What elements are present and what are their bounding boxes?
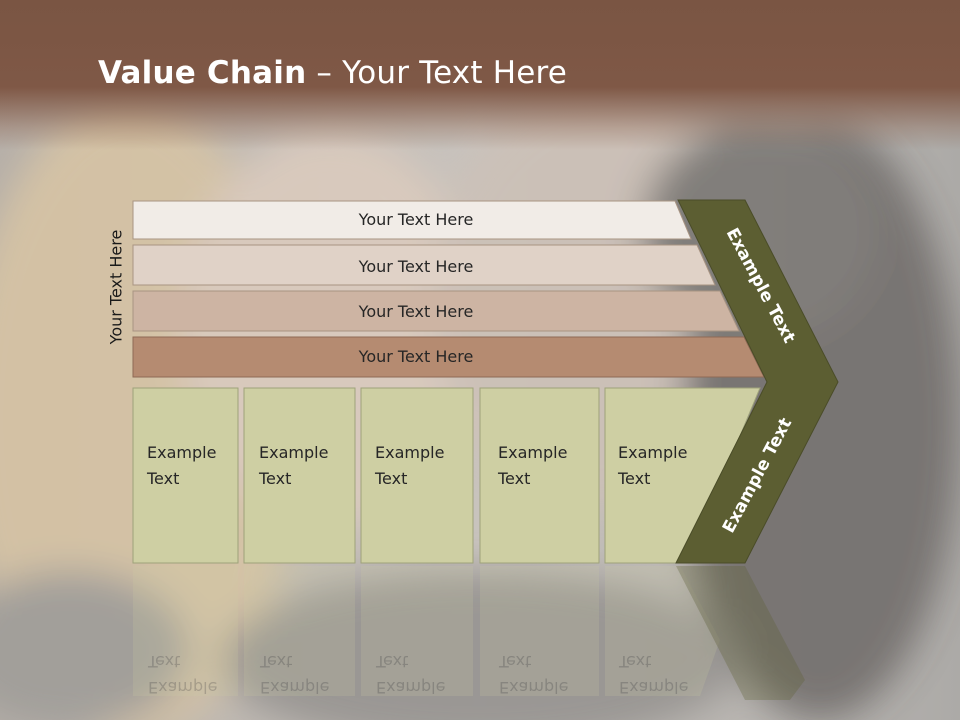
reflection-text-7: Example <box>499 678 568 697</box>
box-3-line1: Example <box>375 443 444 462</box>
reflection-text-2: Text <box>147 652 180 671</box>
box-reflection-4 <box>480 566 599 696</box>
bar-1[interactable] <box>132 200 692 240</box>
slide-title[interactable]: Value Chain – Your Text Here <box>98 55 567 91</box>
reflection-text-6: Text <box>375 652 408 671</box>
bar-2-label: Your Text Here <box>358 257 474 276</box>
header-band <box>0 0 960 150</box>
box-4-line2: Text <box>497 469 530 488</box>
bar-1-label: Your Text Here <box>358 210 474 229</box>
chevron-arrow[interactable] <box>675 199 839 564</box>
box-2-line1: Example <box>259 443 328 462</box>
box-3[interactable] <box>360 387 474 564</box>
box-1-line1: Example <box>147 443 216 462</box>
box-3-line2: Text <box>374 469 407 488</box>
box-reflection-2 <box>244 566 355 696</box>
box-2-line2: Text <box>258 469 291 488</box>
title-bold: Value Chain <box>98 55 307 91</box>
box-5-line1: Example <box>618 443 687 462</box>
reflection-text-8: Text <box>498 652 531 671</box>
box-1[interactable] <box>132 387 239 564</box>
reflection-text-4: Text <box>259 652 292 671</box>
box-reflection-1 <box>133 566 238 696</box>
chevron-reflection <box>676 566 805 700</box>
bar-3[interactable] <box>132 290 740 332</box>
bar-4-label: Your Text Here <box>358 347 474 366</box>
reflection-text-3: Example <box>260 678 329 697</box>
box-2[interactable] <box>243 387 356 564</box>
reflection-text-5: Example <box>376 678 445 697</box>
box-1-line2: Text <box>146 469 179 488</box>
diagram-reflection: Example Text Example Text Example Text E… <box>133 566 805 700</box>
reflection-text-9: Example <box>619 678 688 697</box>
bar-3-label: Your Text Here <box>358 302 474 321</box>
box-reflection-5 <box>605 566 720 696</box>
box-4[interactable] <box>479 387 600 564</box>
box-4-line1: Example <box>498 443 567 462</box>
reflection-text-10: Text <box>618 652 651 671</box>
title-rest: – Your Text Here <box>306 55 568 91</box>
box-reflection-3 <box>361 566 473 696</box>
box-5-line2: Text <box>617 469 650 488</box>
reflection-text-1: Example <box>148 678 217 697</box>
bar-2[interactable] <box>132 244 716 286</box>
